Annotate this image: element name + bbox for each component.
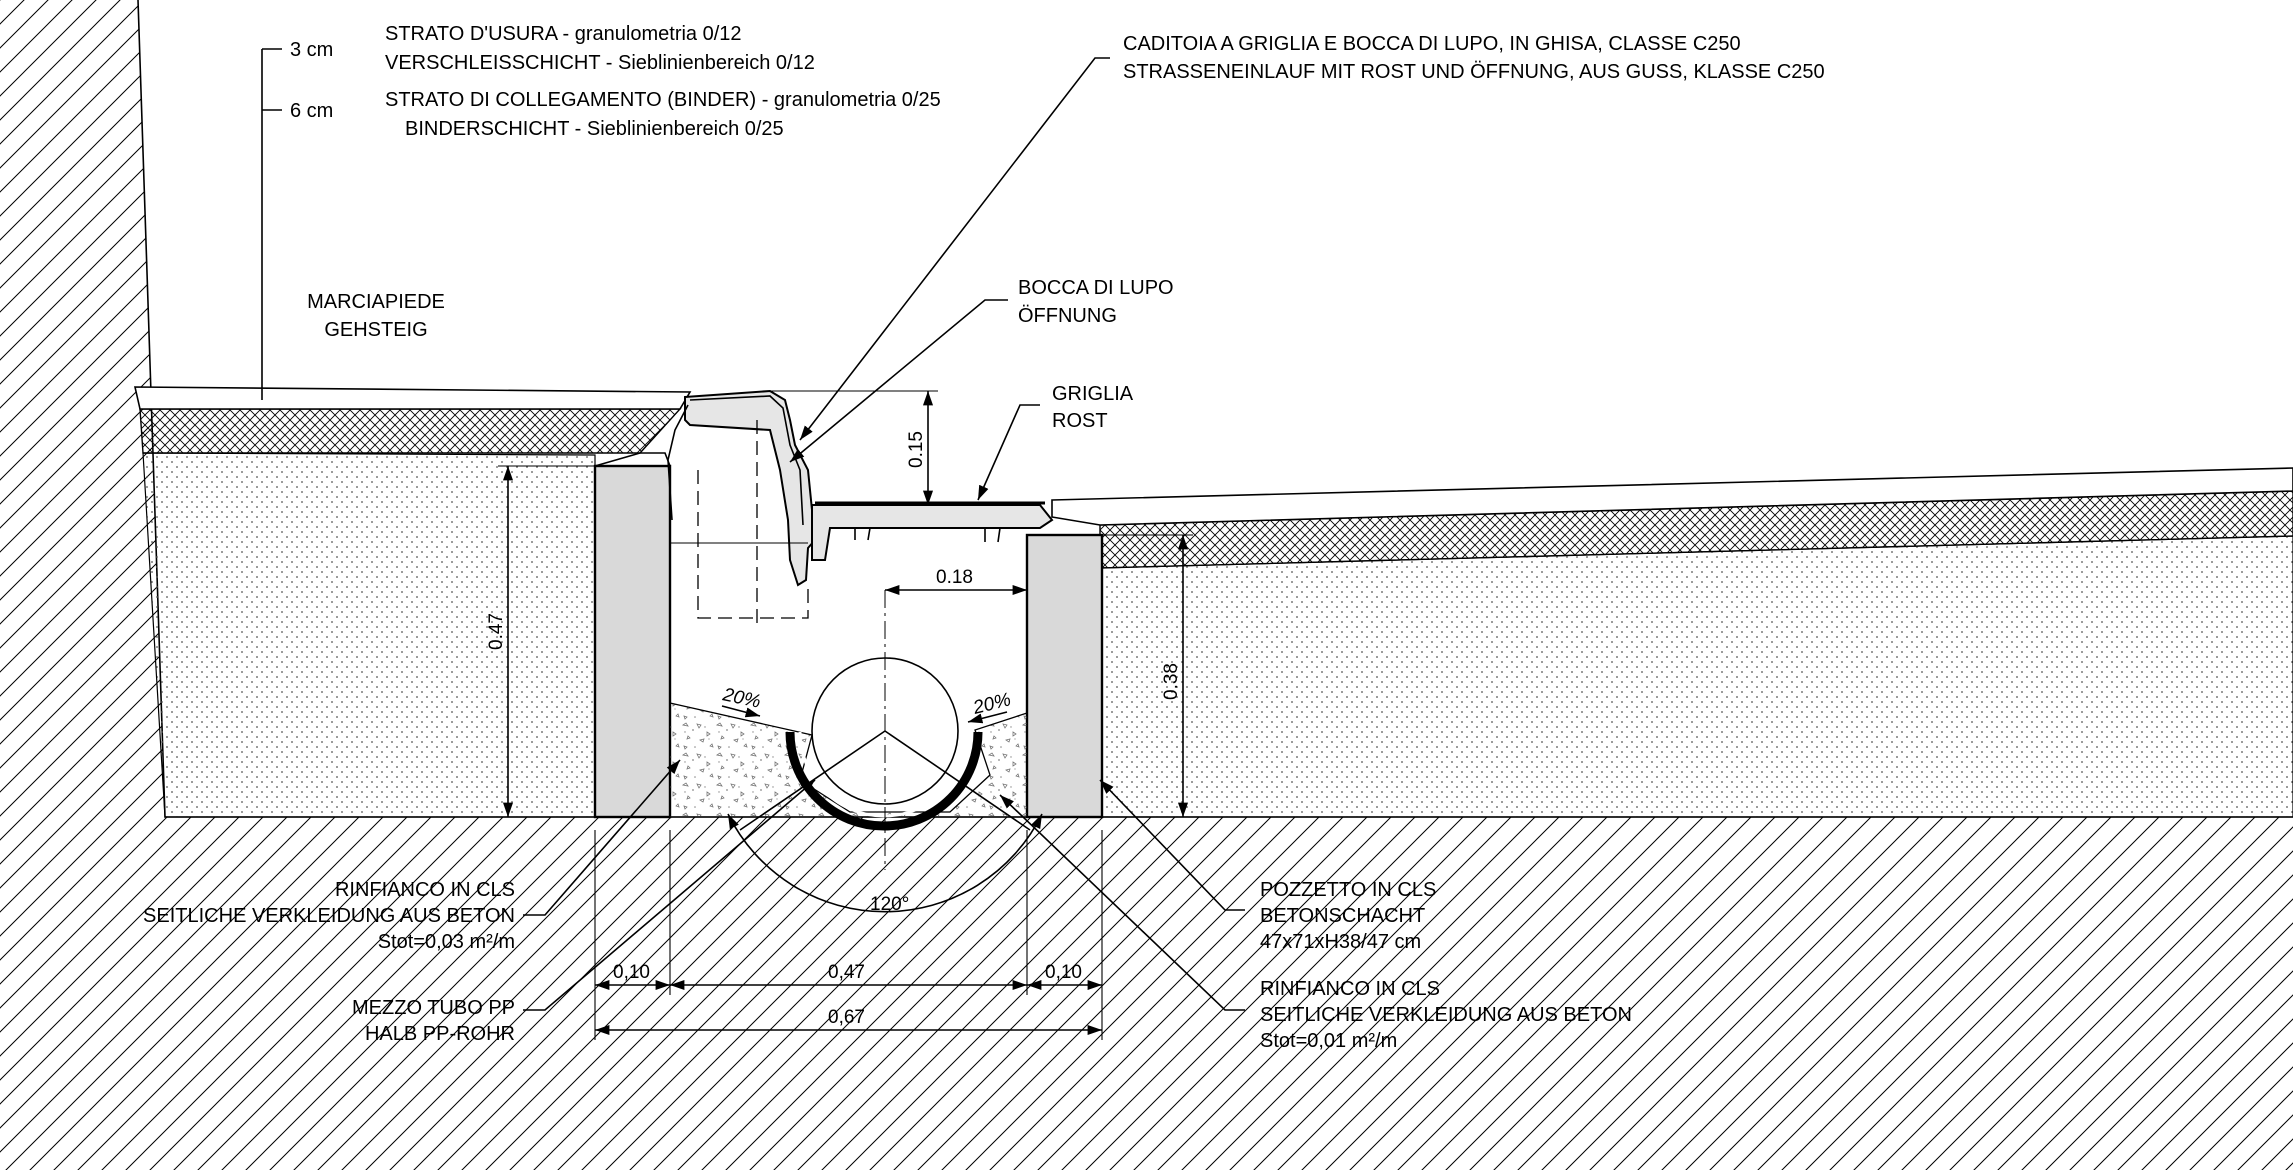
grate-bars — [812, 504, 1040, 543]
inlet-frame — [684, 389, 817, 587]
hidden-outline — [697, 470, 809, 619]
sidewalk-label-de: GEHSTEIG — [324, 319, 427, 341]
inlet-frame-lip — [689, 395, 804, 526]
side-fill-left-area: Stot=0,03 m²/m — [378, 931, 515, 953]
dim-label-038: 0.38 — [1161, 663, 1182, 700]
dim-label-018: 0.18 — [936, 567, 973, 588]
inlet-label-it: CADITOIA A GRIGLIA E BOCCA DI LUPO, IN G… — [1123, 33, 1741, 55]
dim-ext-bottom — [594, 830, 1103, 1040]
slope-label-right: 20% — [970, 689, 1013, 719]
side-fill-left-de: SEITLICHE VERKLEIDUNG AUS BETON — [143, 905, 515, 927]
half-pipe-de: HALB PP-ROHR — [365, 1023, 515, 1045]
grate-leader — [977, 404, 1040, 501]
side-fill-right-de: SEITLICHE VERKLEIDUNG AUS BETON — [1260, 1004, 1632, 1026]
manhole-wall-right — [1025, 533, 1104, 819]
half-pipe-leader — [523, 779, 816, 1011]
dim-label-total: 0,67 — [828, 1007, 865, 1028]
wearing-thickness: 3 cm — [290, 39, 333, 61]
grate-label-it: GRIGLIA — [1052, 383, 1134, 405]
dim-label-wall-left: 0,10 — [613, 962, 650, 983]
opening-leader — [789, 299, 1008, 463]
binder-label-de: BINDERSCHICHT - Sieblinienbereich 0/25 — [405, 118, 784, 140]
manhole-size: 47x71xH38/47 cm — [1260, 931, 1421, 953]
slope-arrow-right — [967, 711, 1008, 724]
opening-label-it: BOCCA DI LUPO — [1018, 277, 1174, 299]
manhole-wall-left — [593, 464, 672, 819]
angle-ray-right — [884, 730, 1031, 831]
wearing-layer-right — [1051, 467, 2293, 526]
manhole-de: BETONSCHACHT — [1260, 905, 1425, 927]
side-fill-right-it: RINFIANCO IN CLS — [1260, 978, 1440, 1000]
grate-frame — [811, 504, 1054, 561]
binder-label-it: STRATO DI COLLEGAMENTO (BINDER) - granul… — [385, 89, 941, 111]
dim-label-inner: 0,47 — [828, 962, 865, 983]
inlet-label-de: STRASSENEINLAUF MIT ROST UND ÖFFNUNG, AU… — [1123, 61, 1825, 83]
subbase-left — [142, 452, 596, 818]
wearing-label-de: VERSCHLEISSCHICHT - Sieblinienbereich 0/… — [385, 52, 815, 74]
half-pipe-it: MEZZO TUBO PP — [352, 997, 515, 1019]
dim-label-047: 0.47 — [486, 613, 507, 650]
inlet-leader — [799, 57, 1110, 441]
grate-label-de: ROST — [1052, 410, 1108, 432]
inlet-throat — [667, 404, 689, 521]
sidewalk-label-it: MARCIAPIEDE — [307, 291, 445, 313]
manhole-it: POZZETTO IN CLS — [1260, 879, 1436, 901]
binder-thickness: 6 cm — [290, 100, 333, 122]
slope-arrow-left — [721, 705, 761, 718]
slope-label-left: 20% — [720, 684, 763, 713]
binder-layer-left — [139, 408, 682, 454]
layer-leader — [261, 48, 282, 400]
dim-label-015: 0.15 — [906, 431, 927, 468]
angle-arc — [727, 813, 1043, 913]
angle-label: 120° — [870, 894, 909, 915]
wall-left-cap — [594, 452, 671, 467]
manhole-leader — [1099, 779, 1245, 911]
side-fill-left-it: RINFIANCO IN CLS — [335, 879, 515, 901]
dim-label-wall-right: 0,10 — [1045, 962, 1082, 983]
opening-label-de: ÖFFNUNG — [1018, 305, 1117, 327]
wearing-label-it: STRATO D'USURA - granulometria 0/12 — [385, 23, 742, 45]
side-fill-right-leader — [999, 794, 1245, 1011]
subbase-right — [1099, 535, 2293, 818]
side-fill-right-area: Stot=0,01 m²/m — [1260, 1030, 1397, 1052]
side-fill-left-leader — [523, 759, 681, 916]
wearing-layer-left — [133, 386, 692, 410]
